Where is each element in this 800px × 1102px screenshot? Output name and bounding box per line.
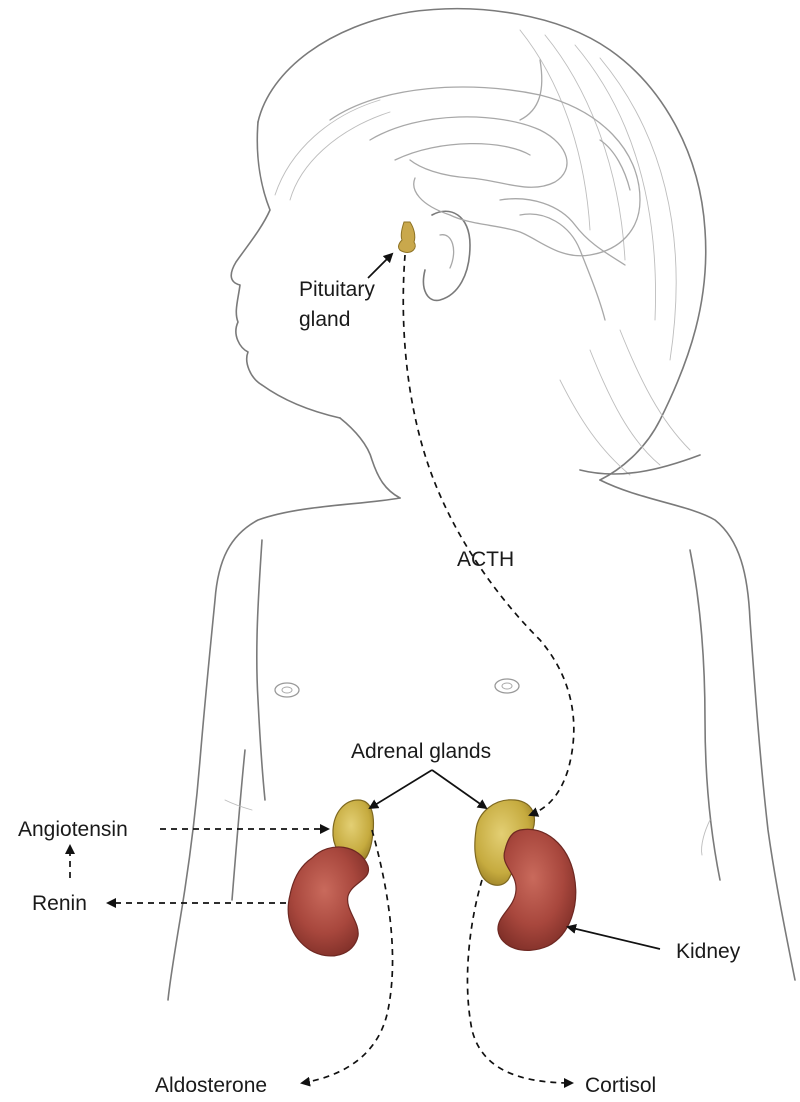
kidney-right: [498, 829, 576, 950]
face-profile: [231, 122, 340, 418]
kidney-pointer: [568, 927, 660, 949]
renin-label: Renin: [32, 892, 87, 915]
brain-outline: [330, 87, 640, 256]
adrenal-pointer-right: [432, 770, 486, 808]
kidney-left: [288, 847, 368, 956]
adrenal-glands-label: Adrenal glands: [351, 740, 491, 763]
nipple-left: [275, 683, 299, 697]
pituitary-gland: [399, 222, 416, 252]
adrenal-pointer-left: [370, 770, 432, 808]
ear: [423, 211, 470, 300]
acth-arrow: [403, 255, 574, 815]
arrows: [70, 254, 660, 1083]
pituitary-pointer: [368, 254, 392, 278]
head-outline: [258, 9, 706, 480]
nipple-right: [495, 679, 519, 693]
torso-right: [600, 480, 795, 980]
cortisol-label: Cortisol: [585, 1074, 656, 1097]
kidney-label: Kidney: [676, 940, 741, 963]
acth-label: ACTH: [457, 548, 514, 571]
pituitary-label-line2: gland: [299, 308, 350, 331]
angiotensin-label: Angiotensin: [18, 818, 128, 841]
pituitary-label-line1: Pituitary: [299, 278, 375, 301]
aldosterone-label: Aldosterone: [155, 1074, 267, 1097]
neck: [340, 418, 400, 498]
labels: Pituitary gland ACTH Adrenal glands Angi…: [18, 278, 741, 1097]
